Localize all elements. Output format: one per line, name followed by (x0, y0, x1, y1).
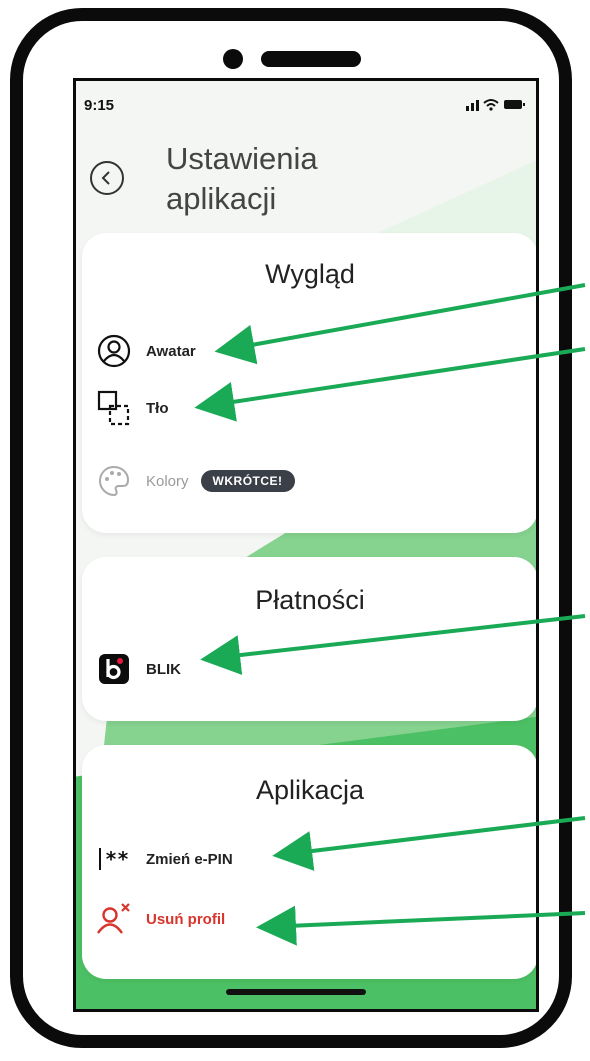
home-indicator (226, 989, 366, 995)
battery-icon (504, 100, 525, 109)
blik-logo (96, 651, 132, 687)
page-title: Ustawienia aplikacji (166, 141, 318, 216)
menu-item-label: BLIK (146, 660, 181, 678)
section-title-appearance: Wygląd (265, 259, 355, 289)
wifi-icon (483, 99, 499, 111)
menu-item-label: Tło (146, 399, 169, 417)
menu-item-label: Awatar (146, 342, 196, 360)
menu-item-colors: Kolory WKRÓTCE! (96, 461, 295, 501)
menu-item-blik[interactable]: BLIK (96, 649, 181, 689)
card-appearance: Wygląd Awatar Tło (82, 233, 536, 533)
menu-item-label: Zmień e-PIN (146, 850, 233, 868)
chevron-left-icon (101, 171, 110, 185)
pin-icon: ** (96, 841, 132, 877)
menu-item-remove-profile[interactable]: Usuń profil (96, 899, 225, 939)
signal-icon (466, 100, 479, 111)
speaker-slot (261, 51, 361, 67)
camera-dot (223, 49, 243, 69)
menu-item-change-pin[interactable]: ** Zmień e-PIN (96, 839, 233, 879)
card-payments: Płatności BLIK (82, 557, 536, 721)
coming-soon-badge: WKRÓTCE! (200, 470, 295, 492)
section-title-payments: Płatności (255, 585, 365, 615)
app-screen: 9:15 Ustawienia aplikacji Wygląd (73, 78, 539, 1012)
palette-icon (96, 463, 132, 499)
status-icons (466, 99, 525, 111)
avatar-icon (96, 333, 132, 369)
menu-item-label: Usuń profil (146, 910, 226, 928)
status-time: 9:15 (84, 97, 115, 114)
menu-item-avatar[interactable]: Awatar (96, 331, 196, 371)
back-button[interactable] (90, 161, 124, 195)
section-title-application: Aplikacja (255, 775, 365, 805)
background-icon (96, 390, 132, 426)
card-application: Aplikacja ** Zmień e-PIN Usuń profil (82, 745, 536, 979)
menu-item-label: Kolory (146, 472, 189, 490)
menu-item-background[interactable]: Tło (96, 388, 169, 428)
remove-user-icon (96, 901, 132, 937)
